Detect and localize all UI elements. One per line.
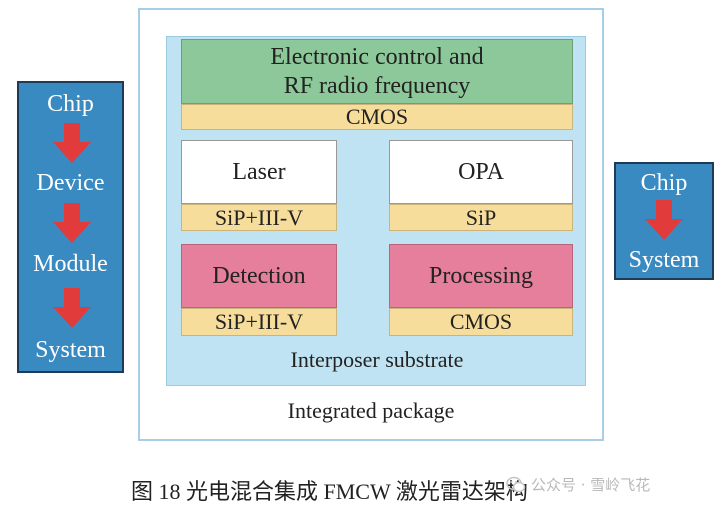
watermark: 公众号 · 雪岭飞花	[506, 474, 650, 495]
detection-block: Detection	[181, 244, 337, 308]
detection-layer: SiP+III-V	[181, 308, 337, 336]
laser-layer: SiP+III-V	[181, 204, 337, 231]
down-arrow-icon	[645, 200, 683, 240]
right-flow-system: System	[628, 247, 700, 273]
right-flow-chip: Chip	[640, 170, 688, 196]
figure-caption: 图 18 光电混合集成 FMCW 激光雷达架构	[131, 479, 528, 504]
opa-block: OPA	[389, 140, 573, 204]
interposer-substrate: Electronic control and RF radio frequenc…	[166, 36, 586, 386]
right-flow-panel: Chip System	[614, 162, 714, 280]
watermark-text: 公众号 · 雪岭飞花	[531, 476, 651, 494]
left-flow-chip: Chip	[47, 91, 94, 117]
electronic-control-block: Electronic control and RF radio frequenc…	[181, 39, 573, 104]
integrated-package-label: Integrated package	[287, 398, 455, 423]
left-flow-panel: Chip Device Module System	[17, 81, 124, 373]
laser-block: Laser	[181, 140, 337, 204]
down-arrow-icon	[53, 203, 91, 243]
integrated-package: Electronic control and RF radio frequenc…	[138, 8, 604, 441]
electronic-control-line1: Electronic control and	[270, 44, 484, 71]
interposer-substrate-label: Interposer substrate	[290, 347, 464, 372]
left-flow-module: Module	[33, 251, 108, 277]
down-arrow-icon	[53, 288, 91, 328]
top-cmos-layer: CMOS	[181, 104, 573, 130]
left-flow-system: System	[35, 337, 106, 363]
opa-layer: SiP	[389, 204, 573, 231]
left-flow-device: Device	[36, 170, 105, 196]
electronic-control-line2: RF radio frequency	[283, 72, 471, 99]
processing-layer: CMOS	[389, 308, 573, 336]
processing-block: Processing	[389, 244, 573, 308]
wechat-icon	[506, 476, 526, 492]
down-arrow-icon	[53, 123, 91, 163]
